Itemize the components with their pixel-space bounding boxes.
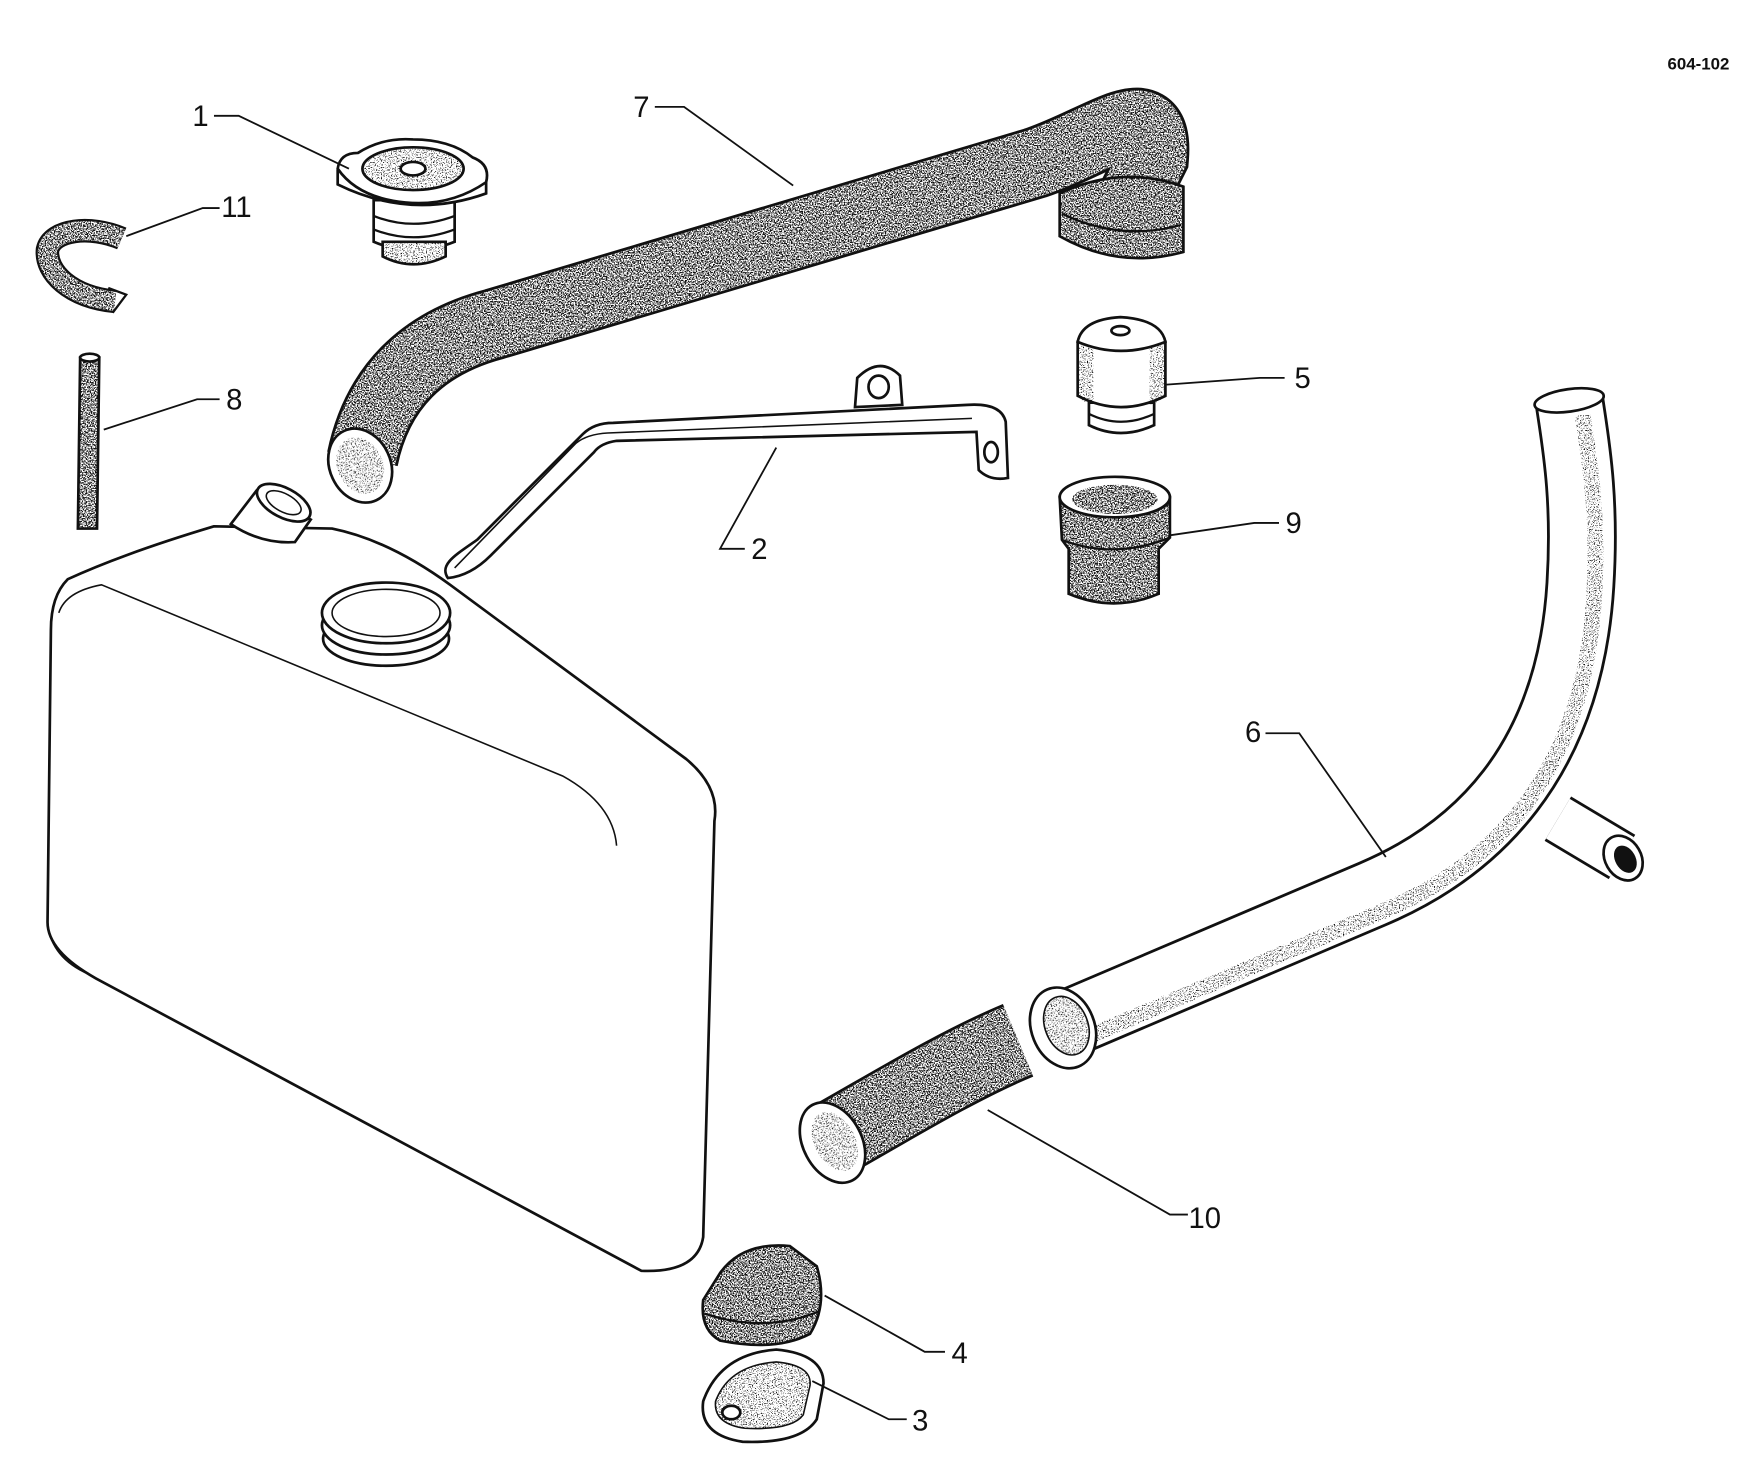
- leader-line-8: [103, 398, 220, 431]
- part-label-8: 8: [226, 384, 242, 416]
- leader-line-4: [824, 1294, 945, 1353]
- reservoir-tank: [46, 482, 717, 1273]
- part-label-5: 5: [1294, 363, 1310, 395]
- part-label-3: 3: [912, 1406, 928, 1438]
- part-3-gasket: [701, 1348, 825, 1444]
- leader-line-7: [654, 105, 794, 187]
- leader-line-1: [213, 114, 350, 170]
- part-11-hose-clip: [35, 218, 129, 314]
- part-1-filler-cap: [336, 137, 489, 266]
- part-label-7: 7: [633, 92, 649, 124]
- part-9-sleeve: [1058, 475, 1172, 605]
- part-label-1: 1: [192, 101, 208, 133]
- part-label-2: 2: [751, 534, 767, 566]
- leader-line-9: [1169, 522, 1279, 537]
- part-7-upper-hose: [326, 87, 1190, 504]
- part-2-mounting-bracket: [444, 364, 1010, 580]
- leader-line-2: [718, 447, 778, 550]
- part-6-bent-pipe: [1028, 386, 1645, 1070]
- part-5-valve-cap: [1076, 315, 1167, 435]
- leader-line-3: [811, 1380, 907, 1421]
- leader-line-5: [1166, 376, 1285, 386]
- part-label-9: 9: [1285, 508, 1301, 540]
- part-4-pad: [701, 1244, 823, 1347]
- part-label-4: 4: [951, 1338, 967, 1370]
- part-label-11: 11: [221, 192, 251, 224]
- leader-line-11: [125, 207, 220, 238]
- part-8-rod: [76, 352, 101, 530]
- leader-line-6: [1265, 732, 1387, 858]
- part-label-6: 6: [1245, 717, 1261, 749]
- part-10-lower-hose: [798, 1003, 1034, 1185]
- part-label-10: 10: [1188, 1203, 1221, 1235]
- leader-line-10: [987, 1109, 1188, 1216]
- drawing-reference-code: 604-102: [1668, 55, 1730, 74]
